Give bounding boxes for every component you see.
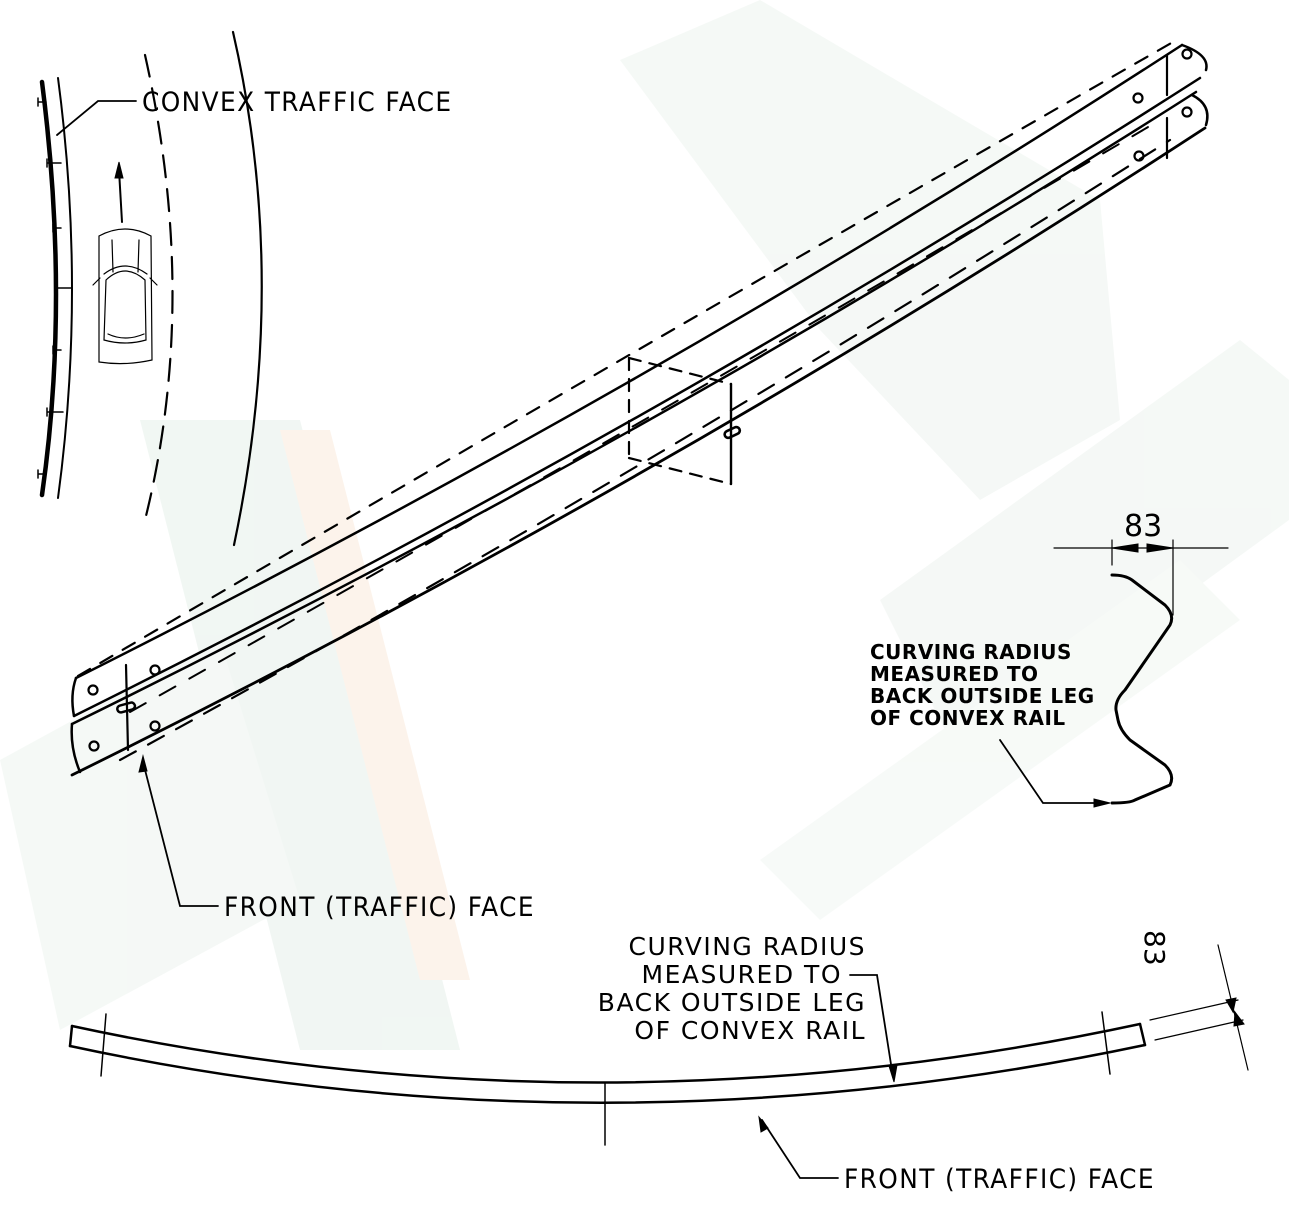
w-beam-section: [999, 539, 1229, 808]
plan-front-face-label: FRONT (TRAFFIC) FACE: [844, 1164, 1155, 1195]
callout-line: OF CONVEX RAIL: [634, 1016, 866, 1045]
plan-radius-callout: CURVING RADIUS MEASURED TO BACK OUTSIDE …: [566, 933, 866, 1045]
callout-line: MEASURED TO: [641, 960, 842, 989]
callout-line: MEASURED TO: [870, 662, 1039, 686]
callout-line: CURVING RADIUS: [870, 640, 1072, 664]
plan-rail: [68, 944, 1249, 1179]
section-radius-callout: CURVING RADIUS MEASURED TO BACK OUTSIDE …: [870, 641, 1095, 729]
isometric-rail: [70, 36, 1209, 907]
callout-line: BACK OUTSIDE LEG: [597, 988, 866, 1017]
callout-line: CURVING RADIUS: [628, 932, 866, 961]
plan-dimension-value: 83: [1138, 930, 1171, 966]
convex-traffic-face-label: CONVEX TRAFFIC FACE: [142, 87, 453, 118]
callout-line: BACK OUTSIDE LEG: [870, 684, 1095, 708]
section-dimension-value: 83: [1124, 509, 1163, 544]
plan-view-road: [37, 30, 263, 547]
iso-front-face-label: FRONT (TRAFFIC) FACE: [224, 892, 535, 923]
callout-line: OF CONVEX RAIL: [870, 706, 1066, 730]
